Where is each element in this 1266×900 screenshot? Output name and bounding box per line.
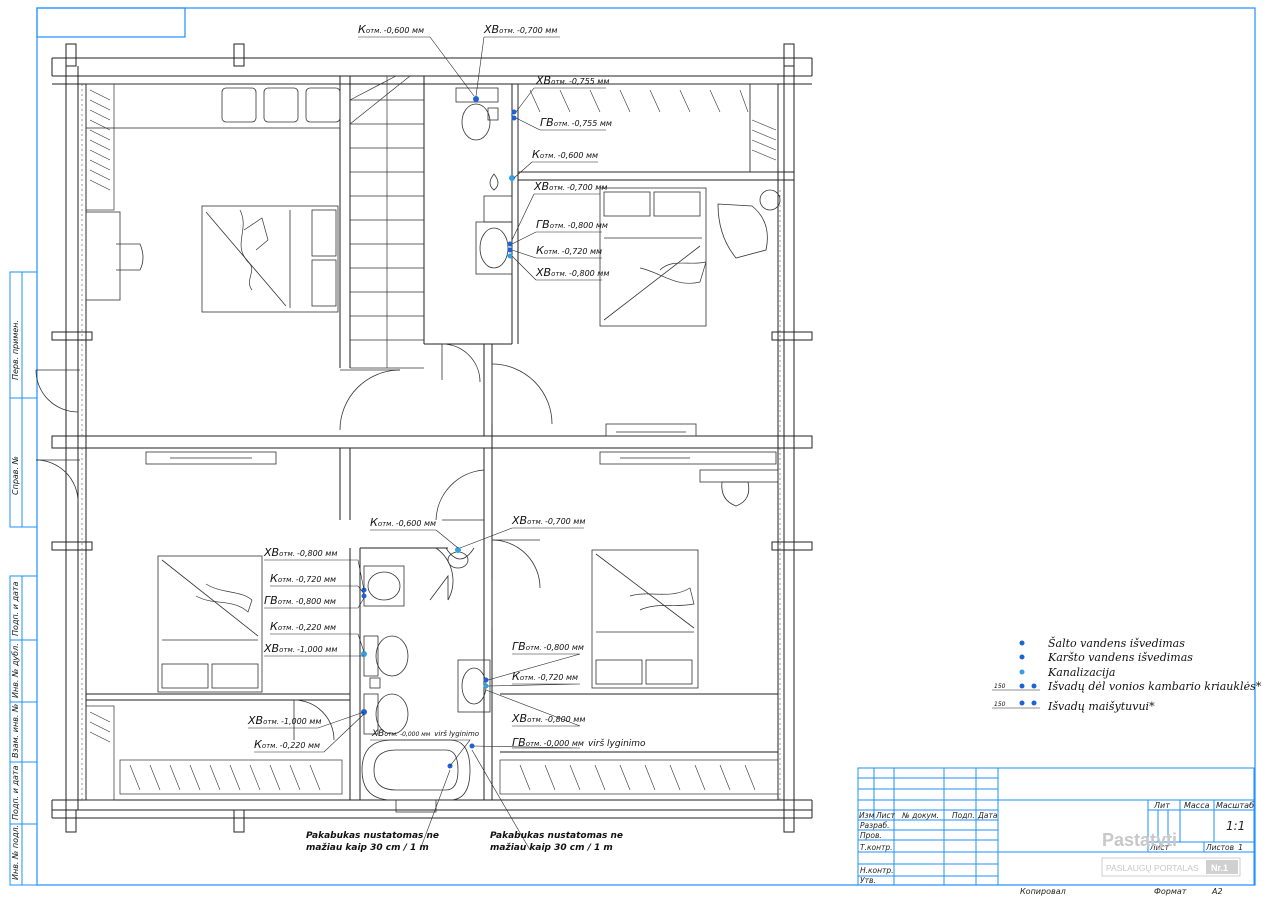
label-k-wc-3: Котм.-0,220 мм — [254, 738, 320, 751]
watermark-brand: Pastatyti — [1102, 830, 1177, 850]
bed-sheets — [195, 209, 707, 613]
tb-scale-value: 1:1 — [1226, 819, 1245, 833]
label-gv-shower: ГВотм.-0,800 мм — [264, 594, 336, 607]
tb-lit: Лит — [1153, 801, 1170, 810]
label-xb-bath-2: ХВотм.-0,700 мм — [533, 180, 607, 193]
label-xb-hall: ХВотм.-0,700 мм — [511, 514, 585, 527]
wardrobe-hangers — [89, 89, 777, 791]
legend-hot-water: Karšto vandens išvedimas — [1047, 651, 1193, 664]
tb-list: Лист — [875, 811, 896, 820]
label-k-sink-2: Котм.-0,720 мм — [512, 670, 578, 683]
label-k-hall: Котм.-0,600 мм — [370, 516, 436, 529]
legend-mixer-outlets-symbol — [992, 700, 1040, 709]
tb-utv: Утв. — [860, 876, 876, 885]
watermark-box — [1101, 857, 1241, 877]
legend-dim-1: 150 — [994, 683, 1006, 690]
installation-notes: Pakabukas nustatomas ne mažiau kaip 30 c… — [306, 831, 623, 853]
doors — [35, 343, 553, 741]
label-gv-bath-1: ГВотм.-0,755 мм — [540, 116, 612, 129]
legend-cold-water-symbol — [1019, 640, 1025, 646]
label-k-wc-top: Котм.-0,600 мм — [358, 23, 424, 36]
watermark: Pastatyti PASLAUGŲ PORTALAS Nr.1 — [1101, 830, 1241, 877]
drawing-frame — [36, 7, 1256, 886]
stamp-inv-podl: Инв. № подл. — [11, 825, 20, 880]
tb-t-kontr: Т.контр. — [860, 843, 893, 852]
tb-kopiroval: Копировал — [1020, 887, 1066, 896]
label-k-bath-2: Котм.-0,600 мм — [532, 148, 598, 161]
title-block-labels: Лит Масса Масштаб 1:1 Изм Лист № докум. … — [859, 801, 1254, 896]
wall-texture — [81, 84, 781, 800]
tb-izm: Изм — [859, 811, 875, 820]
label-xb-sink-2: ХВотм.-0,800 мм — [511, 712, 585, 725]
stamp-perv-primen: Перв. примен. — [11, 320, 20, 380]
stamp-podp-data-2: Подп. и дата — [11, 765, 20, 820]
legend-sink-outlets-symbol — [992, 683, 1040, 691]
tb-n-kontr: Н.контр. — [860, 866, 894, 875]
legend: Šalto vandens išvedimas Karšto vandens i… — [992, 636, 1262, 713]
label-xb-bath-1: ХВотм.-0,755 мм — [535, 74, 609, 87]
legend-sewer-symbol — [1019, 669, 1025, 675]
beds — [157, 187, 707, 693]
label-gv-sink-1: ГВотм.-0,800 мм — [536, 218, 608, 231]
tb-format: Формат — [1154, 887, 1187, 896]
label-xb-wc-2: ХВотм.-1,000 мм — [263, 642, 337, 655]
label-k-shower: Котм.-0,720 мм — [270, 572, 336, 585]
walls — [51, 43, 813, 833]
tb-listov-label: Листов — [1205, 843, 1234, 852]
stamp-sprav: Справ. № — [11, 456, 20, 495]
label-k-wc-2: Котм.-0,220 мм — [270, 620, 336, 633]
tb-listov-value: 1 — [1238, 843, 1243, 852]
note-1-line-2: mažiau kaip 30 cm / 1 m — [306, 843, 429, 853]
tb-list-label: Лист — [1149, 843, 1170, 852]
tb-masshtab: Масштаб — [1216, 801, 1254, 810]
legend-hot-water-symbol — [1019, 654, 1025, 660]
furniture — [85, 83, 781, 507]
side-stamp-labels: Перв. примен. Справ. № Подп. и дата Инв.… — [11, 320, 20, 880]
tb-prov: Пров. — [860, 831, 882, 840]
wardrobes — [85, 83, 779, 801]
title-block — [857, 767, 1255, 886]
stamp-inv-dubl: Инв. № дубл. — [11, 643, 20, 698]
side-stamp — [9, 271, 38, 886]
staircase — [349, 75, 424, 369]
note-1-line-1: Pakabukas nustatomas ne — [306, 831, 439, 841]
plumbing-points — [361, 96, 517, 769]
watermark-badge: Nr.1 — [1211, 863, 1228, 873]
stamp-podp-data-1: Подп. и дата — [11, 581, 20, 636]
tb-massa: Масса — [1184, 801, 1210, 810]
sanitary-fixtures — [361, 87, 513, 813]
label-xb-shower: ХВотм.-0,800 мм — [263, 546, 337, 559]
legend-sewer: Kanalizacija — [1047, 666, 1115, 679]
watermark-tagline: PASLAUGŲ PORTALAS — [1106, 863, 1199, 873]
stamp-vzam-inv: Взам. инв. № — [11, 704, 20, 758]
label-xb-sink-1: ХВотм.-0,800 мм — [535, 266, 609, 279]
legend-sink-outlets: Išvadų dėl vonios kambario kriauklės* — [1047, 680, 1262, 693]
label-xb-wc-top: ХВотм.-0,700 мм — [483, 23, 557, 36]
legend-mixer-outlets: Išvadų maišytuvui* — [1047, 700, 1155, 713]
tb-podp: Подп. — [952, 811, 975, 820]
tb-n-dokum: № докум. — [901, 811, 939, 820]
label-k-sink-1: Котм.-0,720 мм — [536, 244, 602, 257]
note-2-line-2: mažiau kaip 30 cm / 1 m — [490, 843, 613, 853]
note-2-line-1: Pakabukas nustatomas ne — [490, 831, 623, 841]
legend-cold-water: Šalto vandens išvedimas — [1048, 636, 1185, 650]
tb-data: Дата — [977, 811, 998, 820]
tb-format-value: A2 — [1211, 887, 1223, 896]
label-xb-wc-3: ХВотм.-1,000 мм — [247, 714, 321, 727]
fixture-labels: Котм.-0,600 мм ХВотм.-0,700 мм ХВотм.-0,… — [247, 23, 646, 751]
tb-razrab: Разраб. — [860, 821, 889, 830]
label-gv-sink-2: ГВотм.-0,800 мм — [512, 640, 584, 653]
watermark-badge-bg — [1206, 860, 1238, 874]
legend-dim-2: 150 — [994, 701, 1006, 708]
leader-lines — [248, 36, 606, 851]
